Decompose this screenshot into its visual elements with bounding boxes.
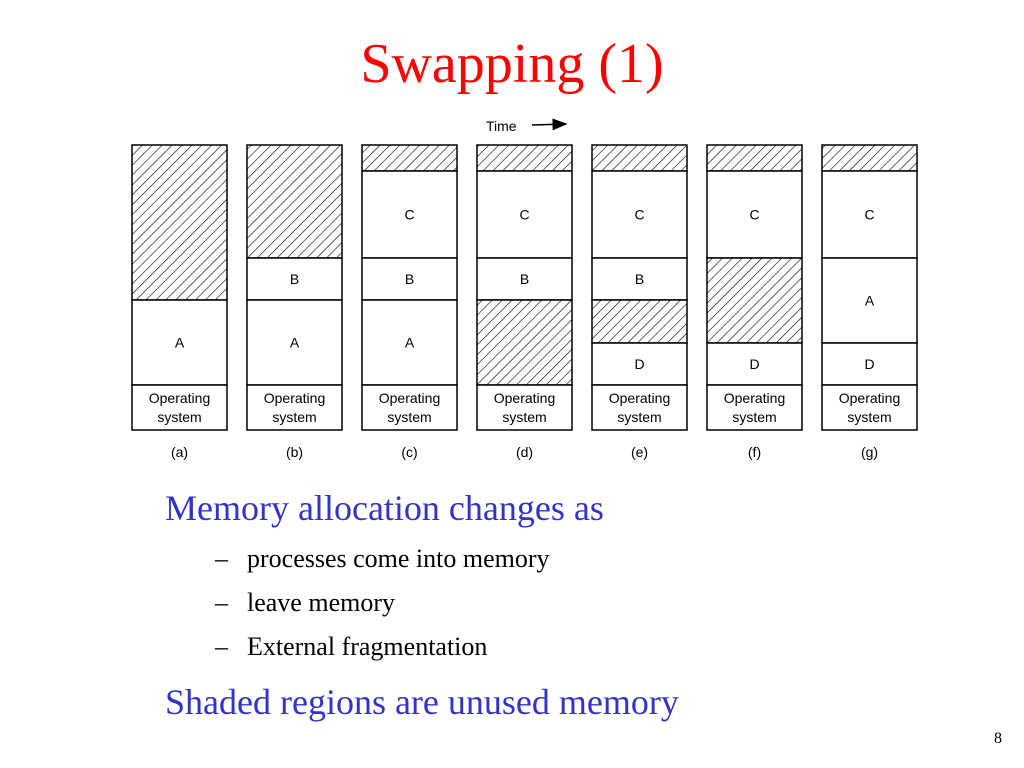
column-caption: (d) — [516, 444, 533, 460]
process-region — [706, 170, 803, 259]
os-label: system — [732, 409, 776, 425]
memory-column: C A D Operating system (g) — [821, 144, 918, 460]
process-region — [591, 342, 688, 386]
process-label: B — [520, 271, 529, 287]
process-label: C — [519, 207, 529, 223]
os-label: system — [617, 409, 661, 425]
column-caption: (c) — [401, 444, 417, 460]
unused-memory-region — [361, 144, 458, 172]
process-region — [821, 170, 918, 259]
column-caption: (g) — [861, 444, 878, 460]
memory-column: B A Operating system (b) — [246, 144, 343, 460]
dash-marker: – — [215, 544, 228, 573]
bullet-shaded-regions: Shaded regions are unused memory — [165, 682, 679, 722]
os-label: Operating — [379, 390, 440, 406]
os-label: system — [272, 409, 316, 425]
unused-memory-region — [591, 299, 688, 344]
os-region — [131, 384, 228, 431]
swapping-diagram: Time A Operating system (a) B A Operating syste… — [131, 118, 918, 460]
process-region — [131, 299, 228, 386]
process-region — [476, 170, 573, 259]
unused-memory-region — [476, 144, 573, 172]
time-label: Time — [486, 118, 517, 134]
os-label: system — [157, 409, 201, 425]
process-region — [591, 257, 688, 301]
unused-memory-region — [476, 299, 573, 386]
process-label: A — [405, 335, 415, 351]
os-label: Operating — [609, 390, 670, 406]
process-label: A — [290, 335, 300, 351]
process-region — [591, 170, 688, 259]
process-label: D — [634, 356, 644, 372]
memory-column: A Operating system (a) — [131, 144, 228, 460]
unused-memory-region — [131, 144, 228, 301]
page-number: 8 — [994, 730, 1002, 747]
process-label: B — [405, 271, 414, 287]
sub-bullet-external-fragmentation: – External fragmentation — [215, 634, 487, 660]
os-region — [246, 384, 343, 431]
process-label: C — [404, 207, 414, 223]
os-label: system — [847, 409, 891, 425]
sub-bullet-leave-memory: – leave memory — [215, 590, 395, 616]
process-label: A — [175, 335, 185, 351]
os-region — [706, 384, 803, 431]
column-caption: (a) — [171, 444, 188, 460]
process-label: D — [864, 356, 874, 372]
os-label: Operating — [494, 390, 555, 406]
process-label: C — [634, 207, 644, 223]
os-label: Operating — [264, 390, 325, 406]
os-label: system — [387, 409, 431, 425]
dash-marker: – — [215, 588, 228, 617]
process-label: A — [865, 293, 875, 309]
process-label: D — [749, 356, 759, 372]
unused-memory-region — [246, 144, 343, 259]
process-label: C — [864, 207, 874, 223]
sub-bullet-text: processes come into memory — [247, 544, 550, 573]
process-region — [821, 257, 918, 344]
column-caption: (b) — [286, 444, 303, 460]
process-region — [821, 342, 918, 386]
memory-column: C D Operating system (f) — [706, 144, 803, 460]
sub-bullet-text: leave memory — [247, 588, 395, 617]
bullet-memory-allocation: Memory allocation changes as — [165, 488, 604, 528]
dash-marker: – — [215, 632, 228, 661]
os-label: Operating — [724, 390, 785, 406]
process-region — [361, 299, 458, 386]
unused-memory-region — [591, 144, 688, 172]
os-label: system — [502, 409, 546, 425]
os-region — [591, 384, 688, 431]
sub-bullet-come-into-memory: – processes come into memory — [215, 546, 550, 572]
unused-memory-region — [706, 144, 803, 172]
sub-bullet-text: External fragmentation — [247, 632, 488, 661]
os-region — [821, 384, 918, 431]
process-label: B — [290, 271, 299, 287]
memory-column: C B D Operating system (e) — [591, 144, 688, 460]
memory-column: C B Operating system (d) — [476, 144, 573, 460]
os-label: Operating — [839, 390, 900, 406]
process-region — [361, 257, 458, 301]
slide-title: Swapping (1) — [360, 33, 664, 95]
os-label: Operating — [149, 390, 210, 406]
os-region — [476, 384, 573, 431]
process-label: B — [635, 271, 644, 287]
unused-memory-region — [821, 144, 918, 172]
process-region — [706, 342, 803, 386]
unused-memory-region — [706, 257, 803, 344]
os-region — [361, 384, 458, 431]
column-caption: (e) — [631, 444, 648, 460]
memory-column: C B A Operating system (c) — [361, 144, 458, 460]
process-region — [246, 257, 343, 301]
column-caption: (f) — [748, 444, 761, 460]
time-arrow — [531, 118, 568, 131]
process-label: C — [749, 207, 759, 223]
